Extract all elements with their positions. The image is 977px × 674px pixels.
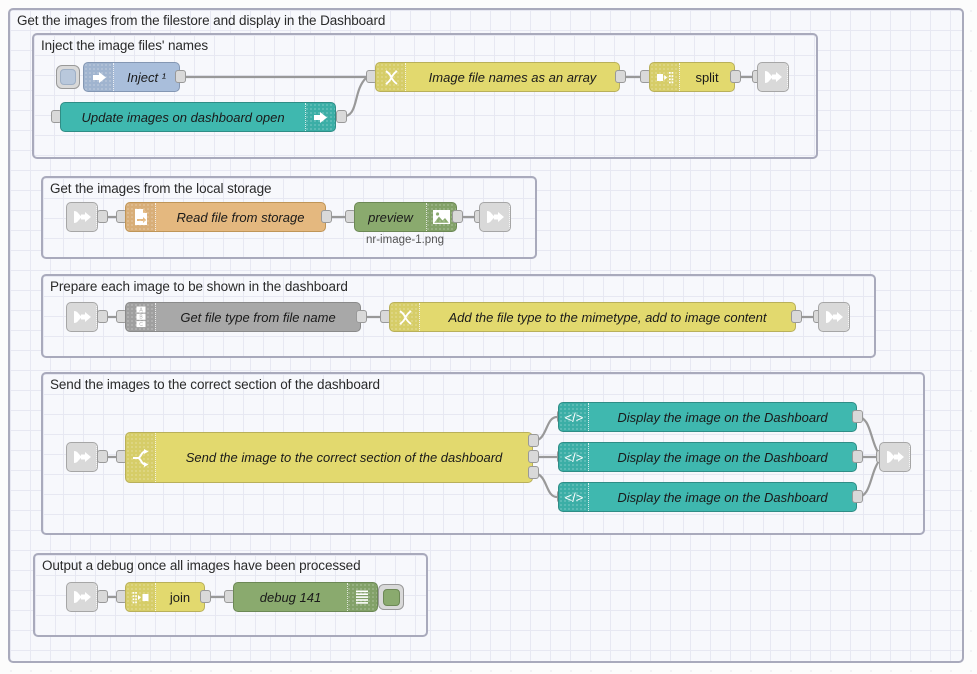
port-out-display-3[interactable] — [852, 490, 863, 503]
inject-arrow-icon — [84, 63, 114, 91]
svg-text:C: C — [139, 322, 143, 328]
inject-trigger-button[interactable] — [56, 65, 80, 89]
group-send-label: Send the images to the correct section o… — [50, 377, 380, 392]
debug-toggle-button[interactable] — [378, 584, 404, 610]
node-add-mimetype[interactable]: Add the file type to the mimetype, add t… — [389, 302, 796, 332]
node-read-file-label: Read file from storage — [176, 209, 305, 225]
port-out-send-section-2[interactable] — [528, 450, 539, 463]
link-in-icon — [67, 443, 97, 471]
link-out-icon — [480, 203, 510, 231]
node-link-in-5[interactable] — [66, 582, 98, 612]
node-get-file-type-label: Get file type from file name — [180, 309, 336, 325]
node-debug[interactable]: debug 141 — [233, 582, 378, 612]
group-storage-label: Get the images from the local storage — [50, 181, 272, 196]
node-send-to-section-label: Send the image to the correct section of… — [185, 450, 503, 465]
node-split-label: split — [695, 69, 719, 85]
join-icon — [126, 583, 156, 611]
debug-toggle-inner — [382, 588, 400, 606]
template-code-icon: </> — [559, 403, 589, 431]
svg-text:</>: </> — [565, 450, 584, 465]
port-out-inject[interactable] — [175, 70, 186, 83]
port-out-link-in-2[interactable] — [97, 210, 108, 223]
group-inject-label: Inject the image files' names — [41, 38, 209, 53]
node-link-in-3[interactable] — [66, 302, 98, 332]
function-icon — [376, 63, 406, 91]
node-update-images-label: Update images on dashboard open — [81, 109, 285, 125]
port-out-send-section-3[interactable] — [528, 466, 539, 479]
node-get-file-type[interactable]: A B C Get file type from file name — [125, 302, 361, 332]
port-out-link-in-5[interactable] — [97, 590, 108, 603]
node-display-image-1-label: Display the image on the Dashboard — [617, 409, 828, 425]
node-display-image-3[interactable]: </> Display the image on the Dashboard — [558, 482, 857, 512]
port-out-add-mimetype[interactable] — [791, 310, 802, 323]
port-out-get-file-type[interactable] — [356, 310, 367, 323]
port-out-link-in-3[interactable] — [97, 310, 108, 323]
svg-text:</>: </> — [565, 490, 584, 505]
port-out-preview[interactable] — [452, 210, 463, 223]
node-display-image-1[interactable]: </> Display the image on the Dashboard — [558, 402, 857, 432]
node-display-image-2-label: Display the image on the Dashboard — [617, 449, 828, 465]
port-out-link-in-4[interactable] — [97, 450, 108, 463]
node-link-in-2[interactable] — [66, 202, 98, 232]
inject-arrow-icon — [305, 103, 335, 131]
link-in-icon — [67, 203, 97, 231]
svg-text:</>: </> — [565, 410, 584, 425]
node-send-to-section[interactable]: Send the image to the correct section of… — [125, 432, 533, 483]
group-outer-label: Get the images from the filestore and di… — [17, 13, 386, 28]
debug-lines-icon — [347, 583, 377, 611]
node-link-out-3[interactable] — [818, 302, 850, 332]
link-in-icon — [67, 583, 97, 611]
file-in-icon — [126, 203, 156, 231]
port-out-read-file[interactable] — [321, 210, 332, 223]
node-read-file-from-storage[interactable]: Read file from storage — [125, 202, 326, 232]
port-out-split[interactable] — [730, 70, 741, 83]
node-preview-sublabel: nr-image-1.png — [366, 234, 444, 246]
node-inject[interactable]: Inject ¹ — [83, 62, 180, 92]
link-out-icon — [758, 63, 788, 91]
node-update-images[interactable]: Update images on dashboard open — [60, 102, 336, 132]
node-split[interactable]: split — [649, 62, 735, 92]
node-image-file-names-array-label: Image file names as an array — [428, 69, 597, 85]
node-join[interactable]: join — [125, 582, 205, 612]
node-preview-label: preview — [368, 209, 413, 225]
split-icon — [650, 63, 680, 91]
node-link-out-1[interactable] — [757, 62, 789, 92]
node-link-in-4[interactable] — [66, 442, 98, 472]
node-link-out-2[interactable] — [479, 202, 511, 232]
link-in-icon — [67, 303, 97, 331]
node-image-file-names-array[interactable]: Image file names as an array — [375, 62, 620, 92]
node-display-image-3-label: Display the image on the Dashboard — [617, 489, 828, 505]
template-code-icon: </> — [559, 483, 589, 511]
node-debug-label: debug 141 — [259, 589, 322, 605]
node-join-label: join — [169, 589, 191, 605]
node-add-mimetype-label: Add the file type to the mimetype, add t… — [448, 309, 767, 325]
group-prepare-label: Prepare each image to be shown in the da… — [50, 279, 348, 294]
inject-button-inner — [60, 69, 76, 85]
link-out-icon — [880, 443, 910, 471]
group-inject[interactable]: Inject the image files' names — [32, 33, 818, 159]
node-link-out-4[interactable] — [879, 442, 911, 472]
function-icon — [390, 303, 420, 331]
port-out-update-images[interactable] — [336, 110, 347, 123]
template-code-icon: </> — [559, 443, 589, 471]
node-preview[interactable]: preview — [354, 202, 457, 232]
node-inject-label: Inject ¹ — [126, 69, 166, 85]
node-display-image-2[interactable]: </> Display the image on the Dashboard — [558, 442, 857, 472]
port-out-image-array[interactable] — [615, 70, 626, 83]
port-out-display-2[interactable] — [852, 450, 863, 463]
port-out-join[interactable] — [200, 590, 211, 603]
port-out-display-1[interactable] — [852, 410, 863, 423]
group-debug-label: Output a debug once all images have been… — [42, 558, 361, 573]
switch-icon — [126, 433, 156, 482]
link-out-icon — [819, 303, 849, 331]
port-out-send-section-1[interactable] — [528, 434, 539, 447]
switch-abc-icon: A B C — [126, 303, 156, 331]
